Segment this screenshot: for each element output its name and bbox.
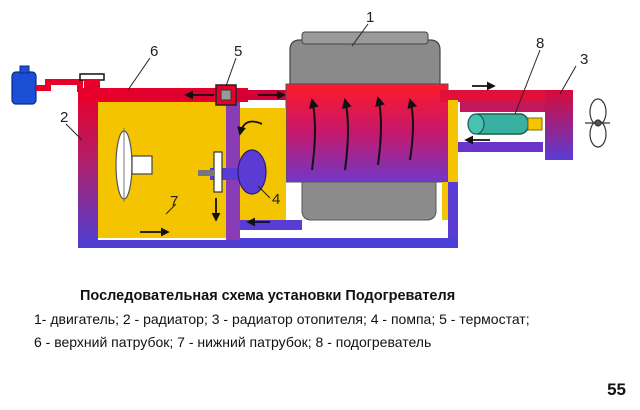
radiator-fan bbox=[115, 128, 153, 202]
label-heater-radiator: 3 bbox=[580, 51, 588, 68]
label-pump: 4 bbox=[272, 191, 280, 208]
heater-fan bbox=[585, 98, 610, 148]
heater-radiator bbox=[448, 90, 573, 242]
label-upper-hose: 6 bbox=[150, 43, 158, 60]
pre-heater bbox=[467, 113, 543, 135]
label-radiator: 2 bbox=[60, 109, 68, 126]
label-engine: 1 bbox=[366, 9, 374, 26]
heater-circuit-diagram: 1 2 3 4 5 6 7 8 bbox=[11, 9, 610, 248]
water-pump bbox=[198, 149, 267, 195]
heater-supply-pipe bbox=[440, 90, 545, 102]
engine-flow-arrows bbox=[309, 96, 418, 171]
thermostat bbox=[215, 84, 237, 106]
label-pre-heater: 8 bbox=[536, 35, 544, 52]
label-thermostat: 5 bbox=[234, 43, 242, 60]
flow-arrows bbox=[140, 81, 496, 237]
coolant-zones bbox=[240, 100, 458, 220]
expansion-tank bbox=[11, 65, 83, 105]
caption-legend-line-1: 1- двигатель; 2 - радиатор; 3 - радиатор… bbox=[34, 311, 530, 327]
label-lower-hose: 7 bbox=[170, 193, 178, 210]
radiator-cap bbox=[79, 73, 105, 88]
caption-legend-line-2: 6 - верхний патрубок; 7 - нижний патрубо… bbox=[34, 334, 432, 350]
engine bbox=[285, 31, 449, 221]
page-number: 55 bbox=[607, 380, 626, 399]
leader-lines bbox=[65, 23, 577, 215]
caption-title: Последовательная схема установки Подогре… bbox=[80, 288, 456, 304]
lower-hose bbox=[240, 220, 458, 248]
